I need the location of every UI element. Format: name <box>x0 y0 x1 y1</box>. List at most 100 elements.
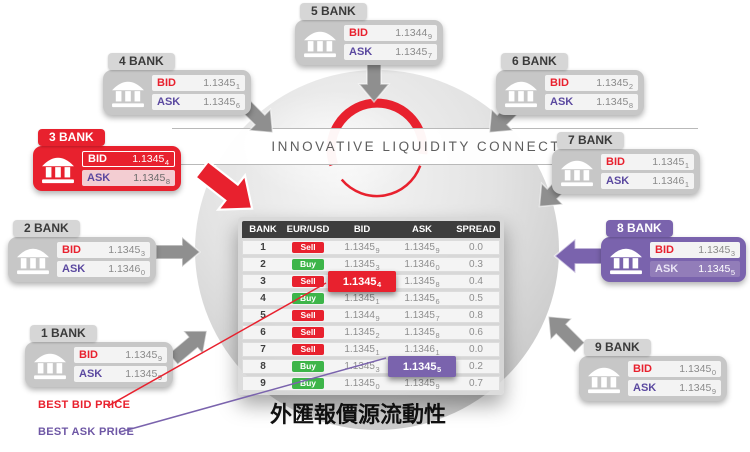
table-row: 3 Sell 1.13454 1.13458 0.4 <box>242 271 500 292</box>
sell-button[interactable]: Sell <box>292 343 324 356</box>
sell-button[interactable]: Sell <box>292 275 324 288</box>
bank-building-icon <box>610 248 642 274</box>
spread-value: 0.0 <box>469 242 483 253</box>
bank-building-icon <box>34 353 66 379</box>
buy-button[interactable]: Buy <box>291 377 325 390</box>
bank-building-icon <box>112 81 144 107</box>
bid-value: 1.13451 <box>344 344 380 357</box>
col-bank: BANK <box>249 224 277 235</box>
table-row: 7 Sell 1.13451 1.13461 0.0 <box>242 342 500 357</box>
bid-value: 1.13450 <box>344 378 380 391</box>
center-title: INNOVATIVE LIQUIDITY CONNECTOR® <box>271 139 599 154</box>
bank-name: 5 BANK <box>300 3 367 20</box>
bank-name: 6 BANK <box>501 53 568 70</box>
arrow-from-bank8-icon <box>553 236 607 276</box>
bid-value: 1.13449 <box>344 310 380 323</box>
ask-value: 1.13459 <box>404 242 440 255</box>
col-bid: BID <box>353 224 371 235</box>
bank-name: 1 BANK <box>30 325 97 342</box>
spread-value: 0.4 <box>469 276 483 287</box>
spread-value: 0.8 <box>469 310 483 321</box>
bid-value: 1.13459 <box>344 242 380 255</box>
ask-value: 1.13456 <box>404 293 440 306</box>
ask-value: 1.13461 <box>404 344 440 357</box>
bank-building-icon <box>561 160 593 186</box>
bank-building-icon <box>42 157 74 183</box>
bank-building-icon <box>505 81 537 107</box>
table-row: 4 Buy 1.13451 1.13456 0.5 <box>242 291 500 306</box>
bid-value: 1.13452 <box>344 327 380 340</box>
bank-name: 4 BANK <box>108 53 175 70</box>
col-pair: EUR/USD <box>286 224 330 235</box>
sell-button[interactable]: Sell <box>292 241 324 254</box>
spread-value: 0.5 <box>469 293 483 304</box>
bank-building-icon <box>588 367 620 393</box>
buy-button[interactable]: Buy <box>291 360 325 373</box>
col-spread: SPREAD <box>456 224 496 235</box>
buy-button[interactable]: Buy <box>291 258 325 271</box>
ask-value: 1.13458 <box>404 276 440 289</box>
best-ask-price-label: BEST ASK PRICE <box>38 426 135 438</box>
quote-table: BANK EUR/USD BID ASK SPREAD 1 Sell 1.134… <box>238 217 504 395</box>
ask-value: 1.13460 <box>404 259 440 272</box>
bank-name: 2 BANK <box>13 220 80 237</box>
bank-name: 8 BANK <box>606 220 673 237</box>
bank-name: 9 BANK <box>584 339 651 356</box>
col-ask: ASK <box>411 224 433 235</box>
bid-value: 1.13453 <box>344 361 380 374</box>
best-bid-highlight: 1.13454 <box>328 271 396 292</box>
bottom-chinese-title: 外匯報價源流動性 <box>270 402 447 427</box>
table-row: 5 Sell 1.13449 1.13457 0.8 <box>242 308 500 323</box>
bank-name: 7 BANK <box>557 132 624 149</box>
buy-button[interactable]: Buy <box>291 292 325 305</box>
best-ask-cell: 1.13455 <box>388 356 456 377</box>
ask-value: 1.13459 <box>404 378 440 391</box>
spread-value: 0.6 <box>469 327 483 338</box>
spread-value: 0.0 <box>469 344 483 355</box>
spread-value: 0.2 <box>469 361 483 372</box>
arrow-from-bank2-icon <box>155 235 202 269</box>
table-header-row: BANK EUR/USD BID ASK SPREAD <box>242 221 500 238</box>
bid-value: 1.13451 <box>344 293 380 306</box>
bank-building-icon <box>304 31 336 57</box>
bank-building-icon <box>17 248 49 274</box>
table-row: 8 Buy 1.13453 1.13455 0.2 <box>242 356 500 377</box>
ask-value: 1.13457 <box>404 310 440 323</box>
spread-value: 0.3 <box>469 259 483 270</box>
sell-button[interactable]: Sell <box>292 326 324 339</box>
best-bid-cell: 1.13454 <box>328 271 396 292</box>
bank-name: 3 BANK <box>38 129 105 146</box>
table-row: 6 Sell 1.13452 1.13458 0.6 <box>242 325 500 340</box>
sell-button[interactable]: Sell <box>292 309 324 322</box>
spread-value: 0.7 <box>469 378 483 389</box>
bid-value: 1.13453 <box>344 259 380 272</box>
